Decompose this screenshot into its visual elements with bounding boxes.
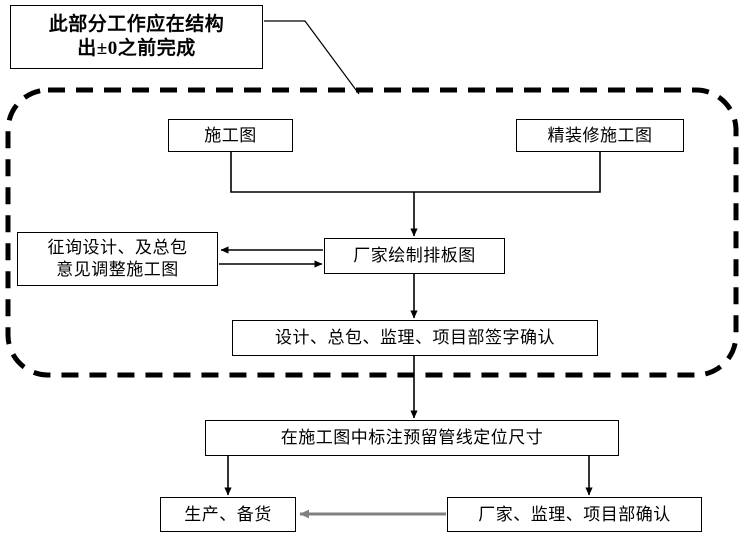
edge-construction-to-merge [230, 152, 414, 193]
node-sign-confirm[interactable]: 设计、总包、监理、项目部签字确认 [232, 320, 598, 356]
node-construction-drawing[interactable]: 施工图 [168, 119, 293, 152]
node-decoration-drawing[interactable]: 精装修施工图 [516, 119, 684, 152]
node-consult-adjust[interactable]: 征询设计、及总包 意见调整施工图 [17, 232, 218, 286]
node-factory-confirm[interactable]: 厂家、监理、项目部确认 [447, 497, 702, 532]
callout-note-label: 此部分工作应在结构 出±0之前完成 [48, 13, 225, 59]
node-construction-drawing-label: 施工图 [204, 125, 257, 145]
node-production-stock[interactable]: 生产、备货 [160, 497, 296, 532]
node-factory-confirm-label: 厂家、监理、项目部确认 [478, 504, 671, 524]
node-production-stock-label: 生产、备货 [184, 504, 272, 524]
callout-leader-line [264, 20, 360, 95]
edge-decoration-to-merge [414, 152, 601, 193]
node-mark-dimensions[interactable]: 在施工图中标注预留管线定位尺寸 [205, 420, 619, 456]
callout-note: 此部分工作应在结构 出±0之前完成 [10, 5, 263, 69]
node-consult-adjust-label: 征询设计、及总包 意见调整施工图 [47, 238, 188, 279]
node-factory-layout[interactable]: 厂家绘制排板图 [324, 238, 505, 274]
node-decoration-drawing-label: 精装修施工图 [547, 125, 653, 145]
node-mark-dimensions-label: 在施工图中标注预留管线定位尺寸 [280, 428, 544, 448]
node-factory-layout-label: 厂家绘制排板图 [353, 246, 476, 266]
node-sign-confirm-label: 设计、总包、监理、项目部签字确认 [275, 328, 555, 348]
